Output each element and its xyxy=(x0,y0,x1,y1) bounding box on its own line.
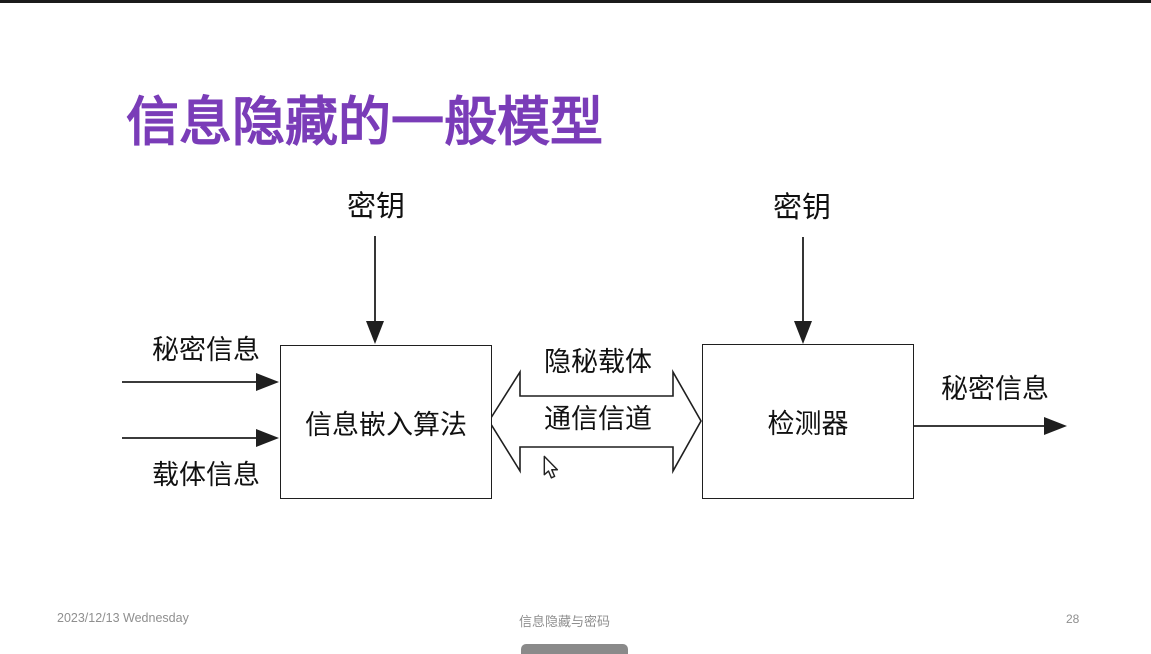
secret-input-label: 秘密信息 xyxy=(152,335,260,365)
cover-input-label: 载体信息 xyxy=(152,460,260,490)
embedder-box-label: 信息嵌入算法 xyxy=(305,409,467,440)
mouse-cursor-icon xyxy=(543,455,559,479)
key-right-label: 密钥 xyxy=(773,192,832,224)
key-arrow-left xyxy=(366,236,384,344)
detector-box: 检测器 xyxy=(702,344,914,499)
secret-input-arrow xyxy=(122,373,279,391)
secret-output-arrow xyxy=(912,417,1067,435)
secret-output-label: 秘密信息 xyxy=(941,374,1049,404)
slide-title: 信息隐藏的一般模型 xyxy=(126,93,603,152)
embedder-box: 信息嵌入算法 xyxy=(280,345,492,499)
key-arrow-right xyxy=(794,237,812,344)
key-left-label: 密钥 xyxy=(347,191,406,223)
detector-box-label: 检测器 xyxy=(767,409,849,439)
channel-double-arrow xyxy=(488,368,702,475)
footer-date: 2023/12/13 Wednesday xyxy=(57,611,189,625)
taskbar-peek-bar[interactable] xyxy=(521,644,628,654)
top-edge-bar xyxy=(0,0,1151,3)
footer-course-title: 信息隐藏与密码 xyxy=(519,614,611,629)
channel-label: 通信信道 xyxy=(544,404,652,434)
footer-page-number: 28 xyxy=(1066,612,1080,626)
cover-input-arrow xyxy=(122,429,279,447)
stego-cover-label: 隐秘载体 xyxy=(544,347,652,377)
